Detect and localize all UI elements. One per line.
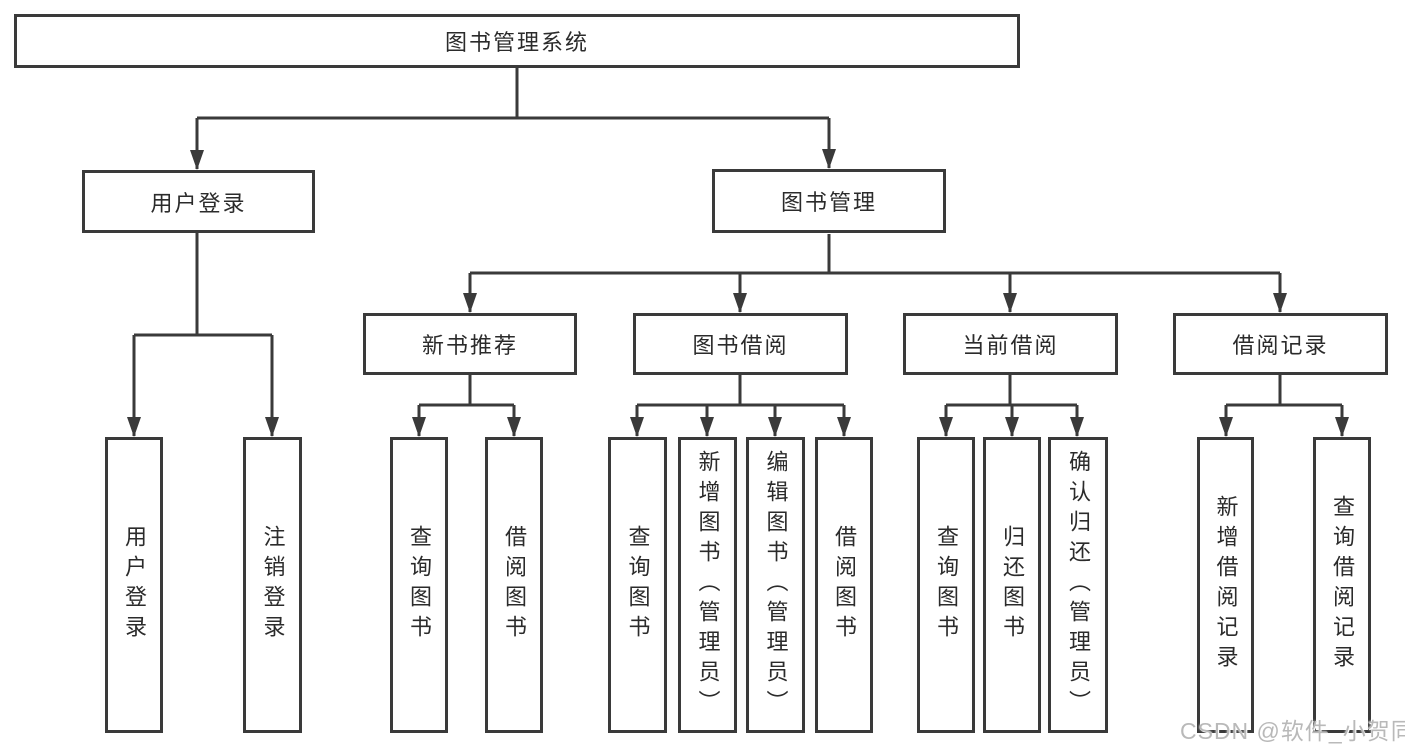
node-current-borrowing: 当前借阅 — [903, 313, 1118, 375]
leaf-borrow-books-recommend: 借阅图书 — [485, 437, 543, 733]
leaf-logout: 注销登录 — [243, 437, 302, 733]
node-label: 借阅图书 — [832, 525, 857, 645]
leaf-query-books-recommend: 查询图书 — [390, 437, 448, 733]
leaf-user-login: 用户登录 — [105, 437, 163, 733]
leaf-add-borrow-record: 新增借阅记录 — [1197, 437, 1254, 733]
node-book-management-branch: 图书管理 — [712, 169, 946, 233]
node-label: 查询图书 — [625, 525, 651, 645]
node-borrow-records: 借阅记录 — [1173, 313, 1388, 375]
node-label: 新书推荐 — [421, 333, 518, 358]
node-label: 查询图书 — [934, 525, 959, 645]
node-book-borrowing: 图书借阅 — [633, 313, 848, 375]
node-new-book-recommend: 新书推荐 — [363, 313, 577, 375]
node-label: 图书管理 — [780, 190, 877, 215]
leaf-edit-books-admin: 编辑图书（管理员） — [746, 437, 805, 733]
node-label: 注销登录 — [260, 525, 286, 645]
node-label: 查询借阅记录 — [1330, 495, 1355, 675]
node-label: 新增图书（管理员） — [695, 450, 721, 720]
csdn-watermark: CSDN @软件_小贺同学 — [1180, 718, 1405, 744]
node-label: 确认归还（管理员） — [1066, 450, 1091, 720]
node-label: 图书管理系统 — [444, 30, 589, 55]
leaf-add-books-admin: 新增图书（管理员） — [678, 437, 737, 733]
leaf-borrow-books: 借阅图书 — [815, 437, 873, 733]
leaf-query-borrow-record: 查询借阅记录 — [1313, 437, 1371, 733]
node-label: 借阅记录 — [1232, 333, 1329, 358]
leaf-confirm-return-admin: 确认归还（管理员） — [1048, 437, 1108, 733]
node-label: 当前借阅 — [962, 333, 1059, 358]
node-label: 归还图书 — [1000, 525, 1025, 645]
node-label: 用户登录 — [122, 525, 147, 645]
node-label: 用户登录 — [150, 190, 247, 216]
node-label: 新增借阅记录 — [1213, 495, 1239, 675]
node-label: 借阅图书 — [502, 525, 527, 645]
node-root-system: 图书管理系统 — [14, 14, 1020, 68]
node-label: 图书借阅 — [692, 333, 789, 358]
leaf-query-books-current: 查询图书 — [917, 437, 975, 733]
node-user-login-branch: 用户登录 — [82, 170, 315, 233]
node-label: 编辑图书（管理员） — [763, 450, 789, 720]
leaf-return-books: 归还图书 — [983, 437, 1041, 733]
node-label: 查询图书 — [407, 525, 432, 645]
leaf-query-books-borrowing: 查询图书 — [608, 437, 667, 733]
